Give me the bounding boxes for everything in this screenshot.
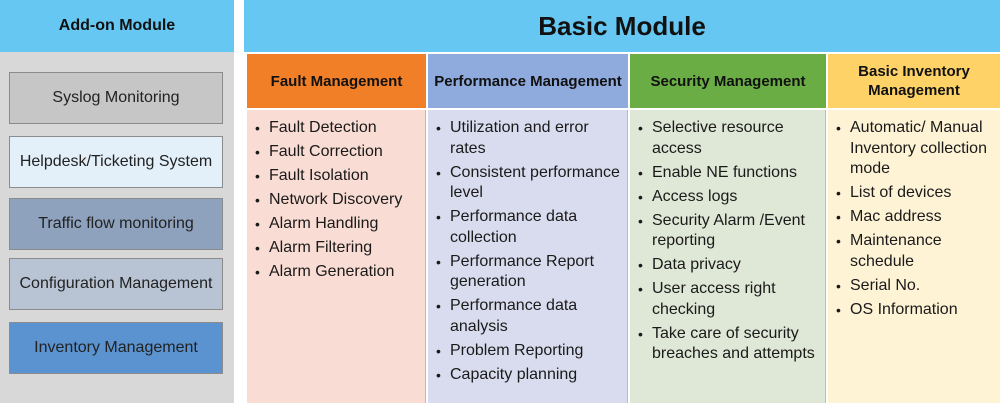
list-item: Selective resource access [638, 118, 819, 159]
list-item: Automatic/ Manual Inventory collection m… [836, 118, 994, 180]
basic-inventory-management-column: Basic Inventory Management Automatic/ Ma… [828, 54, 1000, 403]
fault-management-column: Fault Management Fault Detection Fault C… [247, 54, 426, 403]
performance-management-column: Performance Management Utilization and e… [428, 54, 628, 403]
list-item: Network Discovery [255, 190, 419, 211]
list-item: Performance Report generation [436, 252, 621, 293]
list-item: Fault Detection [255, 118, 419, 139]
list-item: Performance data collection [436, 207, 621, 248]
list-item: Problem Reporting [436, 341, 621, 362]
list-item: OS Information [836, 300, 994, 321]
security-management-title: Security Management [630, 54, 826, 108]
list-item: Access logs [638, 187, 819, 208]
list-item: Data privacy [638, 255, 819, 276]
list-item: Take care of security breaches and attem… [638, 324, 819, 365]
list-item: Security Alarm /Event reporting [638, 211, 819, 252]
list-item: Consistent performance level [436, 163, 621, 204]
list-item: Maintenance schedule [836, 231, 994, 272]
performance-management-list: Utilization and error rates Consistent p… [428, 110, 628, 403]
list-item: Performance data analysis [436, 296, 621, 337]
basic-inventory-management-list: Automatic/ Manual Inventory collection m… [828, 110, 1000, 403]
list-item: Fault Isolation [255, 166, 419, 187]
module-divider [234, 0, 244, 403]
list-item: Capacity planning [436, 365, 621, 386]
fault-management-title: Fault Management [247, 54, 426, 108]
performance-management-title: Performance Management [428, 54, 628, 108]
addon-item-helpdesk-ticketing: Helpdesk/Ticketing System [9, 136, 223, 188]
security-management-column: Security Management Selective resource a… [630, 54, 826, 403]
list-item: Alarm Filtering [255, 238, 419, 259]
addon-item-configuration-management: Configuration Management [9, 258, 223, 310]
basic-module-title: Basic Module [244, 0, 1000, 52]
addon-module-panel: Add-on Module Syslog Monitoring Helpdesk… [0, 0, 234, 403]
list-item: Enable NE functions [638, 163, 819, 184]
addon-item-inventory-management: Inventory Management [9, 322, 223, 374]
list-item: Fault Correction [255, 142, 419, 163]
basic-module-panel: Basic Module Fault Management Fault Dete… [244, 0, 1000, 403]
list-item: List of devices [836, 183, 994, 204]
list-item: Serial No. [836, 276, 994, 297]
list-item: Alarm Handling [255, 214, 419, 235]
list-item: Mac address [836, 207, 994, 228]
list-item: Alarm Generation [255, 262, 419, 283]
addon-module-title: Add-on Module [0, 0, 234, 52]
addon-item-syslog-monitoring: Syslog Monitoring [9, 72, 223, 124]
list-item: Utilization and error rates [436, 118, 621, 159]
basic-inventory-management-title: Basic Inventory Management [828, 54, 1000, 108]
fault-management-list: Fault Detection Fault Correction Fault I… [247, 110, 426, 403]
security-management-list: Selective resource access Enable NE func… [630, 110, 826, 403]
list-item: User access right checking [638, 279, 819, 320]
addon-item-traffic-flow-monitoring: Traffic flow monitoring [9, 198, 223, 250]
